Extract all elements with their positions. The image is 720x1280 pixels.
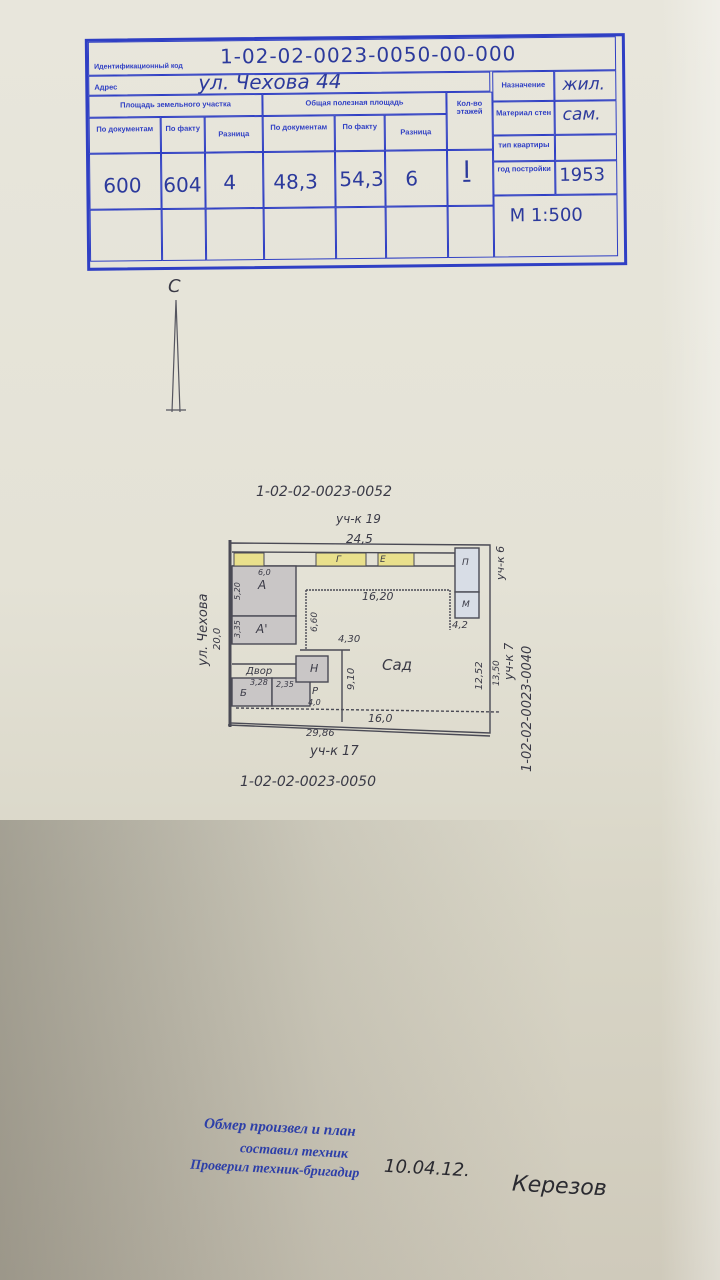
dim-bottom-inner: 16,0 bbox=[368, 712, 393, 725]
lighting-glow bbox=[660, 0, 720, 1280]
top-cadastral-code: 1-02-02-0023-0052 bbox=[256, 484, 393, 500]
room-b: Б bbox=[240, 688, 247, 699]
room-a1: А' bbox=[256, 622, 268, 636]
north-arrow-icon bbox=[166, 299, 186, 413]
dim-inner-v2: 6,60 bbox=[310, 611, 320, 632]
room-n: Н bbox=[310, 662, 319, 675]
room-g: Г bbox=[336, 555, 342, 565]
garden-label: Сад bbox=[382, 656, 413, 674]
dim-a-h: 5,20 bbox=[233, 582, 242, 600]
dim-small1: 2,35 bbox=[276, 680, 294, 689]
right-neighbor: уч-к 7 bbox=[502, 642, 516, 680]
bottom-cadastral-code: 1-02-02-0023-0050 bbox=[240, 774, 377, 790]
room-p: П bbox=[462, 558, 469, 568]
dim-small-right: 4,2 bbox=[452, 620, 468, 631]
dim-inner-v: 9,10 bbox=[346, 667, 357, 690]
dim-top: 24,5 bbox=[346, 532, 373, 546]
bottom-neighbor: уч-к 17 bbox=[310, 744, 359, 759]
survey-date: 10.04.12. bbox=[383, 1155, 471, 1182]
dim-a1: 3,35 bbox=[233, 620, 242, 638]
dim-a-w: 6,0 bbox=[258, 568, 271, 577]
yard-label: Двор bbox=[246, 666, 273, 677]
room-a: А bbox=[258, 578, 267, 592]
street-label: ул. Чехова bbox=[196, 593, 211, 666]
right-cadastral-code: 1-02-02-0023-0040 bbox=[520, 645, 535, 772]
dim-small2: 4,0 bbox=[308, 698, 321, 707]
surveyor-signature: Керезов bbox=[511, 1171, 608, 1202]
north-label: С bbox=[168, 276, 181, 297]
dim-inner-top: 16,20 bbox=[362, 590, 394, 603]
room-m: М bbox=[462, 600, 470, 610]
room-r: Р bbox=[312, 686, 319, 697]
dim-left: 20,0 bbox=[212, 627, 223, 650]
room-e: Е bbox=[380, 555, 386, 565]
top-right-neighbor: уч-к 6 bbox=[494, 545, 507, 580]
dim-inner-h: 4,30 bbox=[338, 634, 361, 645]
dim-bottom: 29,86 bbox=[306, 728, 335, 739]
dim-right: 12,52 bbox=[474, 661, 485, 690]
top-neighbor: уч-к 19 bbox=[336, 512, 381, 526]
dim-right-outer: 13,50 bbox=[492, 660, 502, 686]
dim-b: 3,28 bbox=[250, 678, 268, 687]
